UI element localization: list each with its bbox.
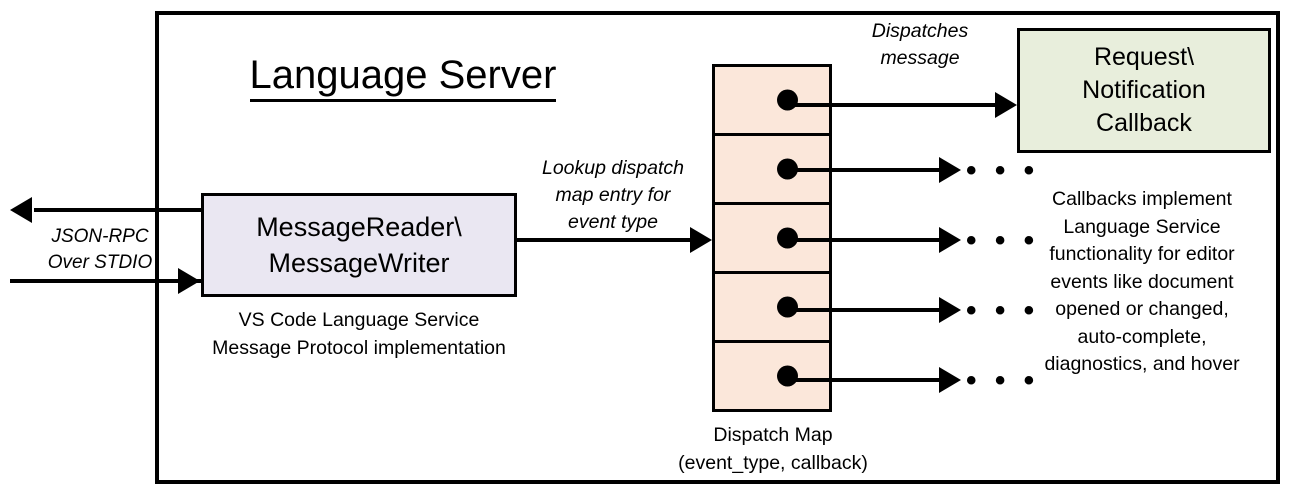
dispatches-message-label: Dispatches message [871,20,969,69]
dispatch-map-row-3[interactable] [715,205,829,274]
lookup-dispatch-arrowhead [690,227,712,253]
dispatch-entry-dot-icon [777,89,798,111]
dispatch-entry-dot-icon [777,365,798,387]
dispatch-map-row-4[interactable] [715,274,829,343]
dispatch-row-4-line [790,308,942,312]
message-reader-writer-caption: VS Code Language Service Message Protoco… [212,309,506,359]
inbound-json-rpc-arrowhead [178,268,200,294]
dispatch-entry-dot-icon [777,296,798,318]
language-server-boundary [155,11,1280,484]
lookup-dispatch-label: Lookup dispatch map entry for event type [541,157,685,233]
page-title: Language Server [238,52,568,102]
page-title-text: Language Server [249,53,557,102]
dispatch-entry-dot-icon [777,158,798,180]
dispatch-map-caption: Dispatch Map (event_type, callback) [678,424,868,474]
dispatch-row-2-ellipsis: • • • [966,154,1040,187]
dispatch-row-2-arrowhead [939,157,961,183]
dispatch-row-2-line [790,168,942,172]
dispatch-row-5-line [790,378,942,382]
dispatch-row-3-arrowhead [939,227,961,253]
json-rpc-channel-label: JSON-RPC Over STDIO [47,226,153,273]
outbound-json-rpc-arrowhead [10,197,32,223]
lookup-dispatch-line [516,238,694,242]
dispatch-map-row-1[interactable] [715,67,829,136]
dispatch-row-4-arrowhead [939,297,961,323]
dispatch-row-1-arrowhead [995,92,1017,118]
message-reader-writer-label: MessageReader\ MessageWriter [256,212,462,278]
request-notification-callback-box[interactable]: Request\ Notification Callback [1017,28,1271,153]
callback-caption: Callbacks implement Language Service fun… [1044,188,1240,375]
dispatch-row-1-line [790,103,998,107]
request-notification-callback-label: Request\ Notification Callback [1082,43,1206,137]
dispatch-map-row-5[interactable] [715,343,829,409]
dispatch-map-row-2[interactable] [715,136,829,205]
dispatch-row-3-line [790,238,942,242]
message-reader-writer-box[interactable]: MessageReader\ MessageWriter [201,193,517,297]
dispatch-entry-dot-icon [777,227,798,249]
dispatch-row-5-arrowhead [939,367,961,393]
